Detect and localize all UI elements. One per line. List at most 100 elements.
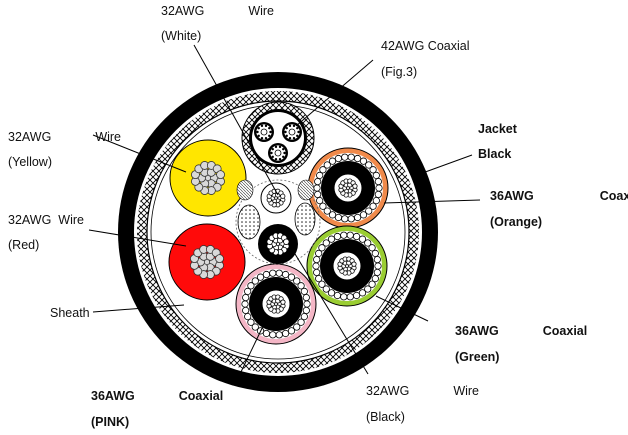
green-coax bbox=[306, 225, 388, 307]
strand bbox=[351, 261, 357, 267]
white-wire bbox=[260, 182, 292, 214]
strand bbox=[269, 130, 272, 134]
strand bbox=[333, 232, 342, 241]
coax42-label: 42AWG Coaxial (Fig.3) bbox=[381, 33, 469, 85]
yellow-wire-word: Wire bbox=[95, 130, 122, 144]
coax42-word: Coaxial bbox=[427, 39, 470, 53]
strand bbox=[285, 126, 288, 130]
strand bbox=[282, 147, 285, 151]
strand bbox=[358, 289, 367, 297]
strand bbox=[375, 184, 383, 192]
strand bbox=[284, 130, 287, 134]
yellow-wire-awg: 32AWG bbox=[8, 130, 52, 144]
pink-coax-color: (PINK) bbox=[91, 415, 130, 429]
strand bbox=[278, 157, 282, 161]
strand bbox=[334, 154, 343, 163]
strand bbox=[274, 149, 282, 157]
strand bbox=[314, 190, 322, 199]
strand bbox=[364, 285, 372, 293]
strand bbox=[257, 126, 260, 130]
orange-coax-color: (Orange) bbox=[490, 215, 543, 229]
strand bbox=[322, 285, 330, 293]
strand bbox=[353, 154, 362, 163]
strand bbox=[288, 136, 292, 140]
strand bbox=[373, 255, 381, 264]
strand bbox=[340, 293, 348, 301]
strand bbox=[292, 124, 296, 128]
strand bbox=[341, 153, 349, 161]
strand bbox=[242, 306, 250, 315]
black-wire-label: 32AWG Wire (Black) bbox=[366, 378, 479, 430]
strand bbox=[287, 273, 296, 281]
strand bbox=[315, 275, 323, 283]
strand bbox=[323, 207, 331, 215]
strand bbox=[347, 153, 355, 161]
coax42-bundle bbox=[241, 101, 315, 175]
strand bbox=[358, 235, 367, 243]
strand bbox=[257, 134, 260, 138]
strand bbox=[264, 136, 268, 140]
strand bbox=[347, 215, 355, 223]
strand bbox=[314, 177, 322, 186]
strand bbox=[297, 130, 300, 134]
strand bbox=[247, 282, 255, 290]
strand bbox=[374, 262, 382, 270]
strand bbox=[374, 177, 382, 186]
strand bbox=[297, 318, 305, 326]
strand bbox=[341, 215, 349, 223]
strand bbox=[327, 289, 336, 297]
yellow-wire bbox=[169, 139, 247, 217]
strand bbox=[318, 244, 326, 252]
coax42-fig: (Fig.3) bbox=[381, 65, 418, 79]
strand bbox=[364, 239, 372, 247]
pink-coax-awg: 36AWG bbox=[91, 389, 135, 403]
strand bbox=[287, 327, 296, 335]
strand bbox=[302, 306, 310, 315]
black-wire-word: Wire bbox=[453, 384, 480, 398]
strand bbox=[274, 145, 278, 149]
strand bbox=[374, 190, 382, 199]
strand bbox=[346, 231, 354, 239]
strand bbox=[264, 124, 268, 128]
strand bbox=[315, 249, 323, 257]
strand bbox=[368, 244, 376, 252]
orange-coax bbox=[307, 147, 389, 229]
strand bbox=[371, 249, 379, 257]
strand bbox=[271, 155, 274, 159]
strand bbox=[262, 329, 271, 338]
red-wire-color: (Red) bbox=[8, 238, 40, 252]
black-wire bbox=[258, 224, 298, 264]
strand bbox=[282, 155, 285, 159]
strand bbox=[340, 231, 348, 239]
black-wire-awg: 32AWG bbox=[366, 384, 410, 398]
filler-top-right bbox=[297, 179, 315, 201]
strand bbox=[256, 130, 259, 134]
green-coax-awg: 36AWG bbox=[455, 324, 499, 338]
strand bbox=[268, 134, 271, 138]
strand bbox=[296, 126, 299, 130]
green-coax-color: (Green) bbox=[455, 350, 500, 364]
strand bbox=[281, 329, 290, 338]
strand bbox=[274, 157, 278, 161]
strand bbox=[312, 262, 320, 270]
strand bbox=[300, 313, 308, 321]
strand bbox=[256, 273, 265, 281]
strand bbox=[369, 202, 377, 210]
coax42-awg: 42AWG bbox=[381, 39, 425, 53]
black-wire-color: (Black) bbox=[366, 410, 405, 424]
strand bbox=[260, 136, 264, 140]
cable-cross-section-diagram bbox=[88, 44, 481, 392]
strand bbox=[372, 171, 380, 179]
filler-right bbox=[294, 202, 316, 236]
sheath-label: Sheath bbox=[50, 306, 90, 321]
strand bbox=[278, 145, 282, 149]
strand bbox=[292, 136, 296, 140]
strand bbox=[283, 151, 286, 155]
jacket-line1: Jacket bbox=[478, 122, 517, 136]
strand bbox=[303, 300, 311, 308]
strand bbox=[244, 313, 252, 321]
